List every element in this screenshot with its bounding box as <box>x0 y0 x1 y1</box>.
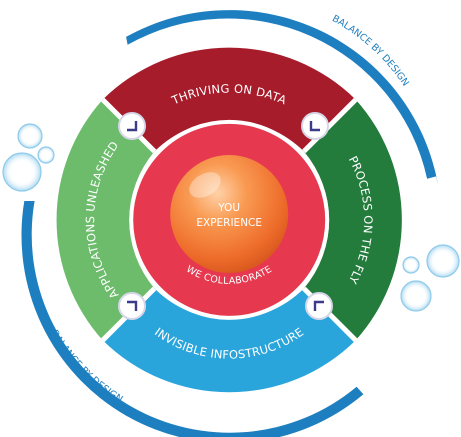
corner-marker-top-right <box>301 112 329 140</box>
center-label-line1: YOU <box>217 202 240 214</box>
segment-divider <box>302 97 358 154</box>
outer-ring-top <box>126 10 439 186</box>
bubbles-right <box>400 244 460 312</box>
segment-thriving-on-data[interactable] <box>102 47 356 152</box>
center-label-line2: EXPERIENCE <box>196 217 262 229</box>
segment-invisible-infostructure[interactable] <box>102 288 356 393</box>
outer-ring-bottom <box>21 201 364 437</box>
corner-marker-bottom-right <box>305 292 333 320</box>
corner-marker-top-left <box>118 112 146 140</box>
corner-bracket-icon <box>309 121 320 132</box>
corner-bracket-icon <box>313 300 324 311</box>
center-orb[interactable] <box>170 155 289 273</box>
segment-applications-unleashed[interactable] <box>56 99 155 341</box>
corner-bracket-icon <box>127 300 138 311</box>
segment-process-on-the-fly[interactable] <box>303 99 402 341</box>
corner-marker-bottom-left <box>118 292 146 320</box>
bubbles-left <box>2 123 55 192</box>
corner-bracket-icon <box>127 121 138 132</box>
center-orb-highlight <box>189 172 221 198</box>
